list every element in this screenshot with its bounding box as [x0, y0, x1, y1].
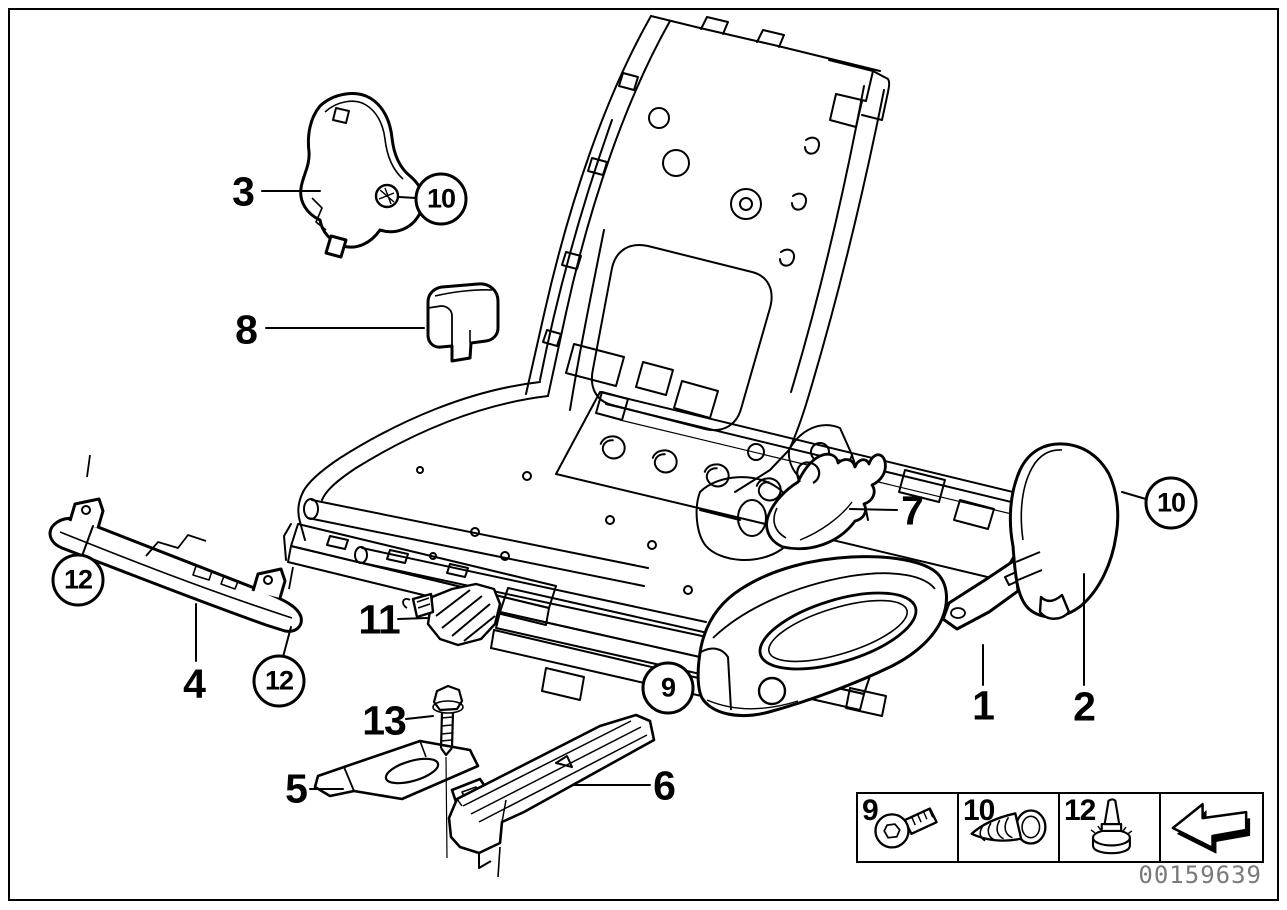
legend-item-arrow	[1161, 794, 1262, 861]
part-8-drawing	[426, 282, 500, 363]
callout-leader-lines	[81, 190, 1147, 790]
seat-frame-structure	[283, 15, 1047, 717]
callout-part-4[interactable]: 4	[183, 660, 206, 707]
legend-label-12: 12	[1064, 794, 1096, 827]
callout-part-3[interactable]: 3	[232, 168, 255, 215]
callout-part-8[interactable]: 8	[235, 306, 258, 353]
callout-fastener-10-right[interactable]: 10	[1144, 476, 1198, 530]
callout-fastener-10-upper[interactable]: 10	[414, 172, 468, 226]
callout-part-13[interactable]: 13	[362, 697, 407, 744]
direction-arrow-icon	[1171, 802, 1251, 854]
legend-item-12: 12	[1060, 794, 1161, 861]
callout-part-1[interactable]: 1	[972, 682, 995, 729]
legend-label-9: 9	[862, 794, 879, 827]
part-3-drawing	[299, 92, 425, 259]
part-6-drawing	[447, 713, 656, 878]
diagram-border	[8, 8, 1279, 901]
part-7-drawing	[765, 452, 887, 551]
fastener-legend: 9 10 12	[856, 792, 1264, 863]
callout-fastener-12-left[interactable]: 12	[51, 553, 105, 607]
callout-fastener-12-right[interactable]: 12	[252, 654, 306, 708]
callout-part-7[interactable]: 7	[901, 487, 924, 534]
part-1-drawing	[696, 555, 948, 717]
self-tapping-screw-icon	[970, 809, 1047, 845]
callout-part-5[interactable]: 5	[285, 765, 308, 812]
callout-fastener-9[interactable]: 9	[641, 661, 695, 715]
callout-part-6[interactable]: 6	[653, 762, 676, 809]
legend-item-10: 10	[959, 794, 1060, 861]
part-2-drawing	[941, 442, 1120, 631]
callout-part-11[interactable]: 11	[358, 596, 400, 643]
callout-part-2[interactable]: 2	[1073, 683, 1096, 730]
expanding-rivet-icon	[1090, 798, 1133, 855]
button-head-screw-icon	[874, 807, 938, 849]
image-number: 00159639	[1138, 861, 1262, 889]
legend-item-9: 9	[858, 794, 959, 861]
part-13-drawing	[432, 684, 464, 859]
part-11-drawing	[402, 582, 502, 647]
part-4-drawing	[48, 454, 303, 633]
